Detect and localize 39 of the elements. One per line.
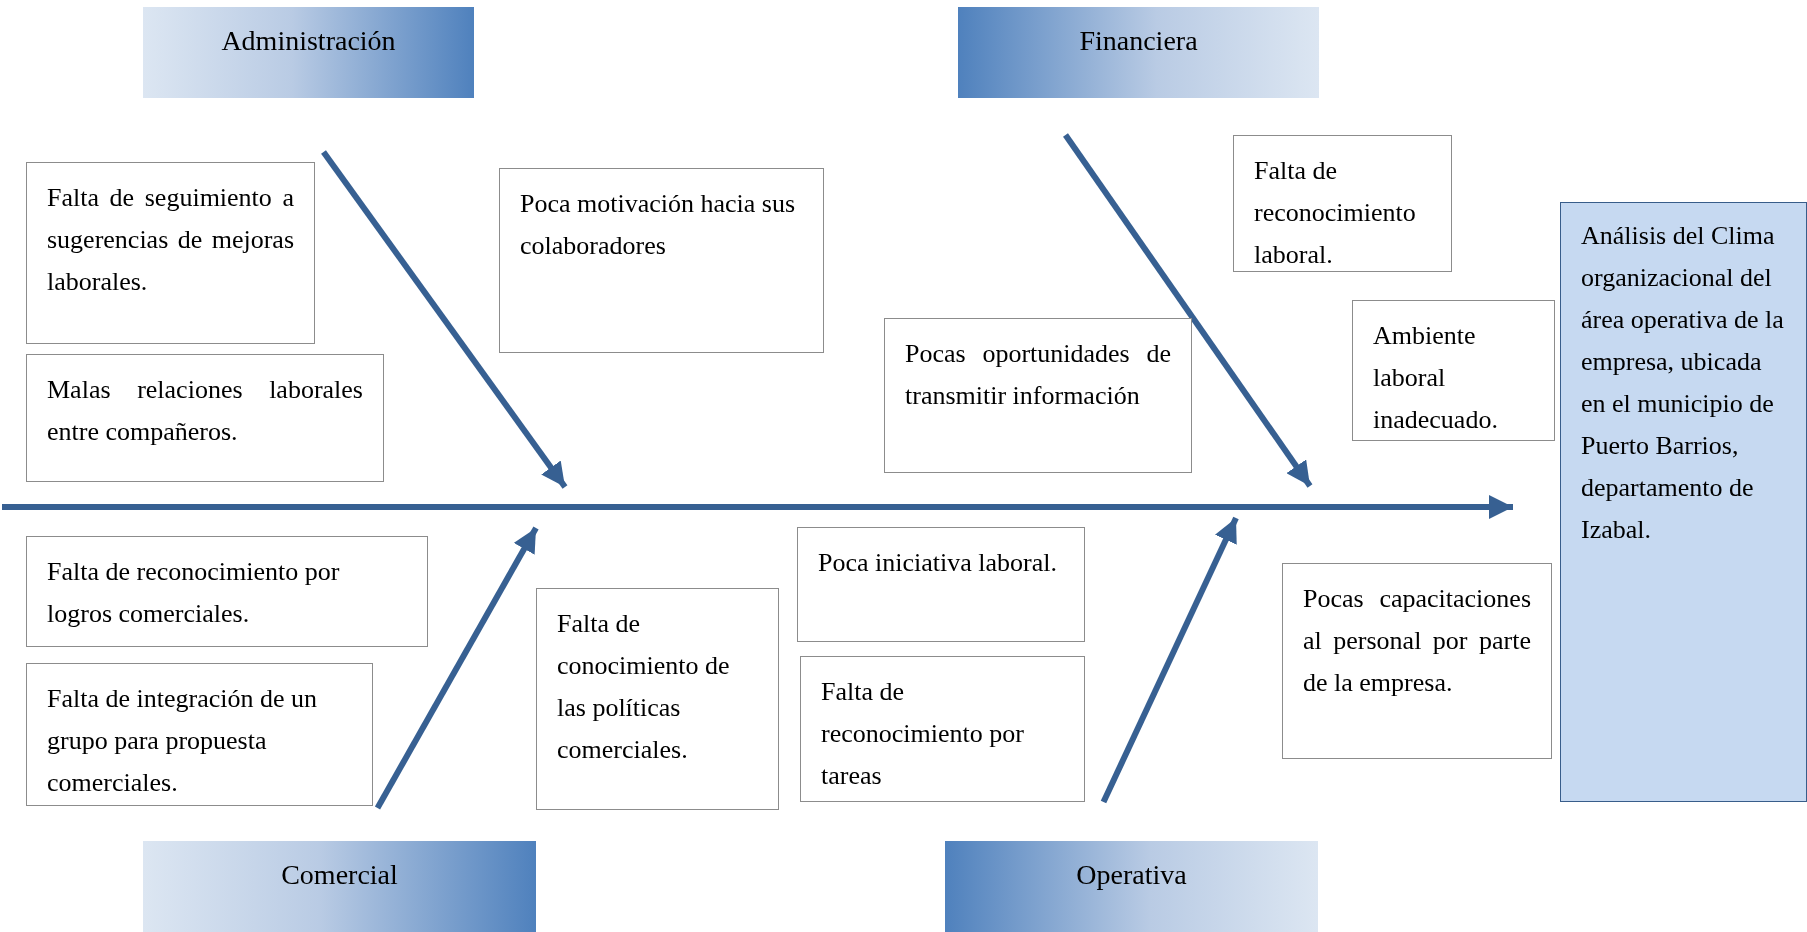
category-label: Administración — [221, 25, 396, 57]
cause-box — [800, 656, 1085, 802]
cause-text: Falta de integración de un grupo para propuesta comerciales. — [47, 683, 319, 799]
cause-text: Falta de reconocimiento por tareas — [821, 676, 1025, 792]
arrow — [1063, 133, 1313, 488]
cause-box — [536, 588, 779, 810]
cause-text: Poca iniciativa laboral. — [818, 547, 1058, 579]
cause-text: Falta de reconocimiento laboral. — [1254, 155, 1417, 271]
arrow — [321, 150, 568, 489]
cause-text: Pocas oportunidades de transmitir información — [905, 338, 1171, 412]
category-box — [958, 7, 1319, 98]
effect-text: Análisis del Clima organizacional del área operativa de la empresa, ubicada en el municipio de Puerto Barrios, departamento de Izabal. — [1581, 220, 1785, 546]
category-label: Comercial — [281, 859, 398, 891]
cause-text: Falta de reconocimiento por logros comerciales. — [47, 556, 341, 630]
cause-box — [1233, 135, 1452, 272]
cause-box — [884, 318, 1192, 473]
cause-text: Ambiente laboral inadecuado. — [1373, 320, 1499, 436]
cause-text: Falta de conocimiento de las políticas comerciales. — [557, 608, 731, 766]
cause-box — [26, 536, 428, 647]
cause-text: Pocas capacitaciones al personal por parte de la empresa. — [1303, 583, 1531, 699]
category-box — [143, 841, 536, 932]
arrow — [2, 495, 1513, 519]
effect-box — [1560, 202, 1807, 802]
cause-box — [1282, 563, 1552, 759]
cause-box — [26, 354, 384, 482]
cause-text: Malas relaciones laborales entre compañeros. — [47, 374, 363, 448]
cause-box — [1352, 300, 1555, 441]
cause-text: Poca motivación hacia sus colaboradores — [520, 188, 797, 262]
cause-text: Falta de seguimiento a sugerencias de mejoras laborales. — [47, 182, 294, 298]
cause-box — [499, 168, 824, 353]
category-box — [945, 841, 1318, 932]
cause-box — [797, 527, 1085, 642]
category-label: Operativa — [1076, 859, 1187, 891]
category-box — [143, 7, 474, 98]
arrow — [1100, 516, 1239, 804]
cause-box — [26, 162, 315, 344]
category-label: Financiera — [1079, 25, 1198, 57]
cause-box — [26, 663, 373, 806]
arrow — [374, 526, 539, 810]
